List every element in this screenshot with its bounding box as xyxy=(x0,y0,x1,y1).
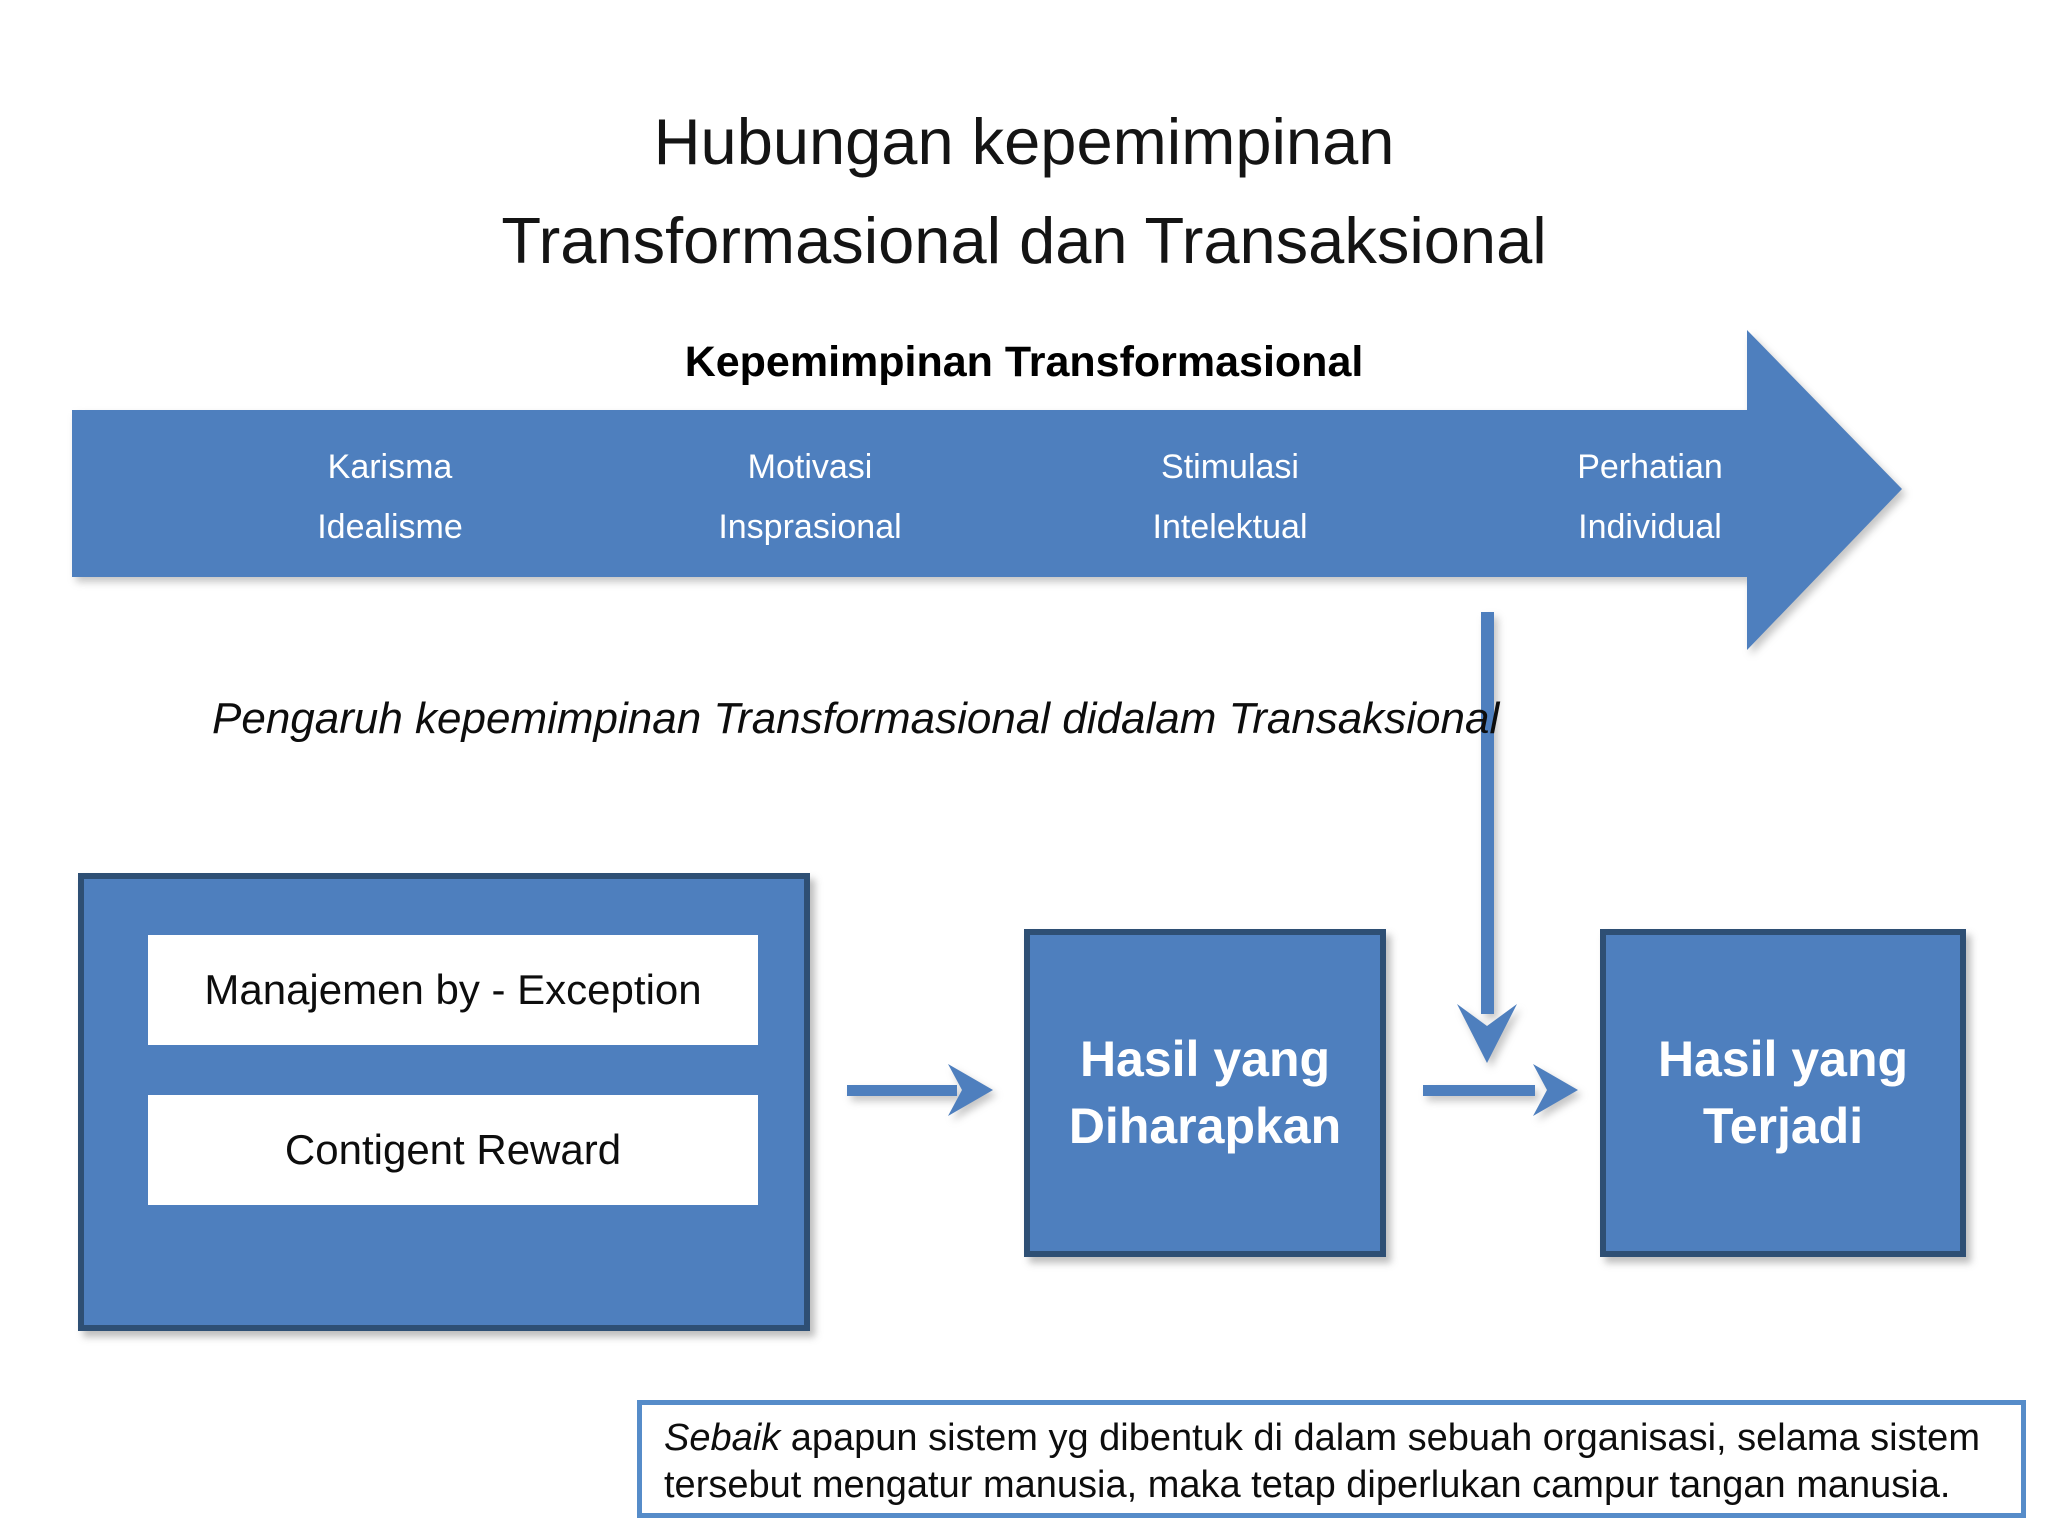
dimension-perhatian: Perhatian Individual xyxy=(1440,437,1860,557)
actual-results-line2: Terjadi xyxy=(1702,1098,1864,1154)
transformational-arrow xyxy=(72,330,1902,650)
influence-note: Pengaruh kepemimpinan Transformasional d… xyxy=(212,694,1500,743)
footnote-line1-rest: apapun sistem yg dibentuk di dalam sebua… xyxy=(780,1417,1980,1459)
dimension-label: Perhatian xyxy=(1577,448,1723,486)
dimension-label: Karisma xyxy=(327,448,453,486)
dimension-label: Insprasional xyxy=(718,508,902,546)
expected-results-line2: Diharapkan xyxy=(1068,1098,1342,1154)
page-title-line1: Hubungan kepemimpinan xyxy=(653,105,1395,178)
dimension-stimulasi: Stimulasi Intelektual xyxy=(1020,437,1440,557)
footnote-italic-lead: Sebaik xyxy=(664,1417,781,1459)
expected-results-line1: Hasil yang xyxy=(1079,1031,1331,1087)
dimension-label: Motivasi xyxy=(747,448,873,486)
page-title-line2: Transformasional dan Transaksional xyxy=(501,204,1547,277)
expected-results-box: Hasil yang Diharapkan xyxy=(1024,929,1386,1257)
item-contigent-reward: Contigent Reward xyxy=(148,1095,758,1205)
right-arrow-icon-actual xyxy=(1423,1064,1578,1116)
down-arrow-icon xyxy=(1457,612,1517,1063)
item-manajemen-by-exception: Manajemen by - Exception xyxy=(148,935,758,1045)
footnote-line2: tersebut mengatur manusia, maka tetap di… xyxy=(664,1464,1951,1506)
dimension-label: Intelektual xyxy=(1152,508,1308,546)
dimension-label: Stimulasi xyxy=(1161,448,1299,486)
transactional-box: Manajemen by - Exception Contigent Rewar… xyxy=(78,873,810,1331)
actual-results-line1: Hasil yang xyxy=(1657,1031,1909,1087)
dimension-label: Individual xyxy=(1578,508,1722,546)
dimension-label: Idealisme xyxy=(317,508,463,546)
page-title: Hubungan kepemimpinan Transformasional d… xyxy=(0,92,2048,290)
transformational-dimensions: Karisma Idealisme Motivasi Insprasional … xyxy=(180,437,1860,557)
right-arrow-icon-expected xyxy=(847,1064,993,1116)
dimension-karisma: Karisma Idealisme xyxy=(180,437,600,557)
dimension-motivasi: Motivasi Insprasional xyxy=(600,437,1020,557)
transformational-heading: Kepemimpinan Transformasional xyxy=(684,338,1364,386)
footnote-box: Sebaik apapun sistem yg dibentuk di dala… xyxy=(637,1400,2026,1518)
actual-results-box: Hasil yang Terjadi xyxy=(1600,929,1966,1257)
footnote-line1: Sebaik apapun sistem yg dibentuk di dala… xyxy=(664,1415,2001,1462)
